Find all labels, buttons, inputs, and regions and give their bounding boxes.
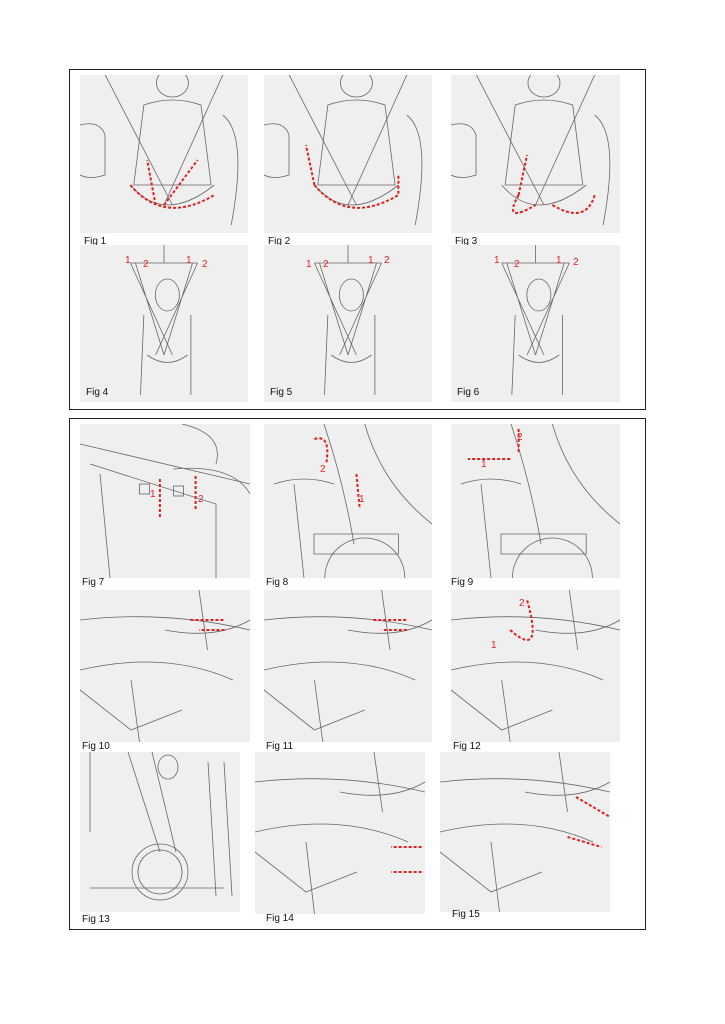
- figure-illustration-14: [255, 752, 425, 914]
- illustration-sketch: [273, 424, 432, 578]
- instructions-frame-top: [69, 69, 646, 410]
- figure-caption: Fig 4: [86, 387, 109, 398]
- step-number-marker: 2: [320, 464, 326, 475]
- illustration-sketch: [80, 75, 239, 226]
- figure-illustration-10: [80, 590, 250, 742]
- step-number-marker: 1: [491, 640, 497, 651]
- step-number-marker: 1: [150, 489, 156, 500]
- figure-illustration-1: [80, 75, 248, 233]
- figure-caption: Fig 9: [451, 577, 474, 588]
- figure-caption: Fig 8: [266, 577, 289, 588]
- illustration-sketch: [451, 75, 611, 226]
- step-number-marker: 1: [494, 255, 500, 266]
- step-number-marker: 2: [323, 259, 329, 270]
- illustration-sketch: [80, 424, 250, 578]
- figure-caption: Fig 15: [452, 909, 480, 920]
- figure-illustration-13: [80, 752, 240, 912]
- step-number-marker: 1: [368, 255, 374, 266]
- figure-caption: Fig 11: [266, 741, 294, 752]
- figure-caption: Fig 2: [268, 236, 291, 247]
- illustration-sketch: [264, 75, 423, 226]
- step-number-marker: 2: [519, 598, 525, 609]
- figure-caption: Fig 14: [266, 913, 294, 924]
- illustration-sketch: [501, 245, 570, 396]
- figure-caption: Fig 6: [457, 387, 480, 398]
- instructions-frame-bottom: [69, 418, 646, 930]
- illustration-sketch: [460, 424, 620, 578]
- figure-illustration-3: [451, 75, 620, 233]
- figure-caption: Fig 7: [82, 577, 105, 588]
- step-number-marker: 1: [481, 459, 487, 470]
- step-number-marker: 2: [198, 494, 204, 505]
- step-number-marker: 1: [556, 255, 562, 266]
- step-number-marker: 1: [306, 259, 312, 270]
- illustration-sketch: [255, 752, 425, 914]
- step-number-marker: 2: [517, 432, 523, 443]
- figure-caption: Fig 13: [82, 914, 110, 925]
- illustration-sketch: [89, 752, 233, 901]
- figure-illustration-2: [264, 75, 432, 233]
- figure-illustration-11: [264, 590, 432, 742]
- illustration-sketch: [314, 245, 382, 396]
- illustration-sketch: [264, 590, 432, 742]
- illustration-sketch: [130, 245, 198, 396]
- step-number-marker: 2: [202, 259, 208, 270]
- figure-caption: Fig 12: [453, 741, 481, 752]
- step-number-marker: 1: [359, 494, 365, 505]
- step-number-marker: 2: [514, 259, 520, 270]
- illustration-sketch: [451, 590, 620, 742]
- step-number-marker: 2: [143, 259, 149, 270]
- illustration-sketch: [440, 752, 610, 912]
- illustration-sketch: [80, 590, 250, 742]
- figure-caption: Fig 10: [82, 741, 110, 752]
- figure-caption: Fig 1: [84, 236, 107, 247]
- figure-caption: Fig 5: [270, 387, 293, 398]
- figure-caption: Fig 3: [455, 236, 478, 247]
- step-number-marker: 1: [125, 255, 131, 266]
- step-number-marker: 1: [186, 255, 192, 266]
- step-number-marker: 2: [573, 257, 579, 268]
- figure-illustration-15: [440, 752, 610, 912]
- step-number-marker: 2: [384, 255, 390, 266]
